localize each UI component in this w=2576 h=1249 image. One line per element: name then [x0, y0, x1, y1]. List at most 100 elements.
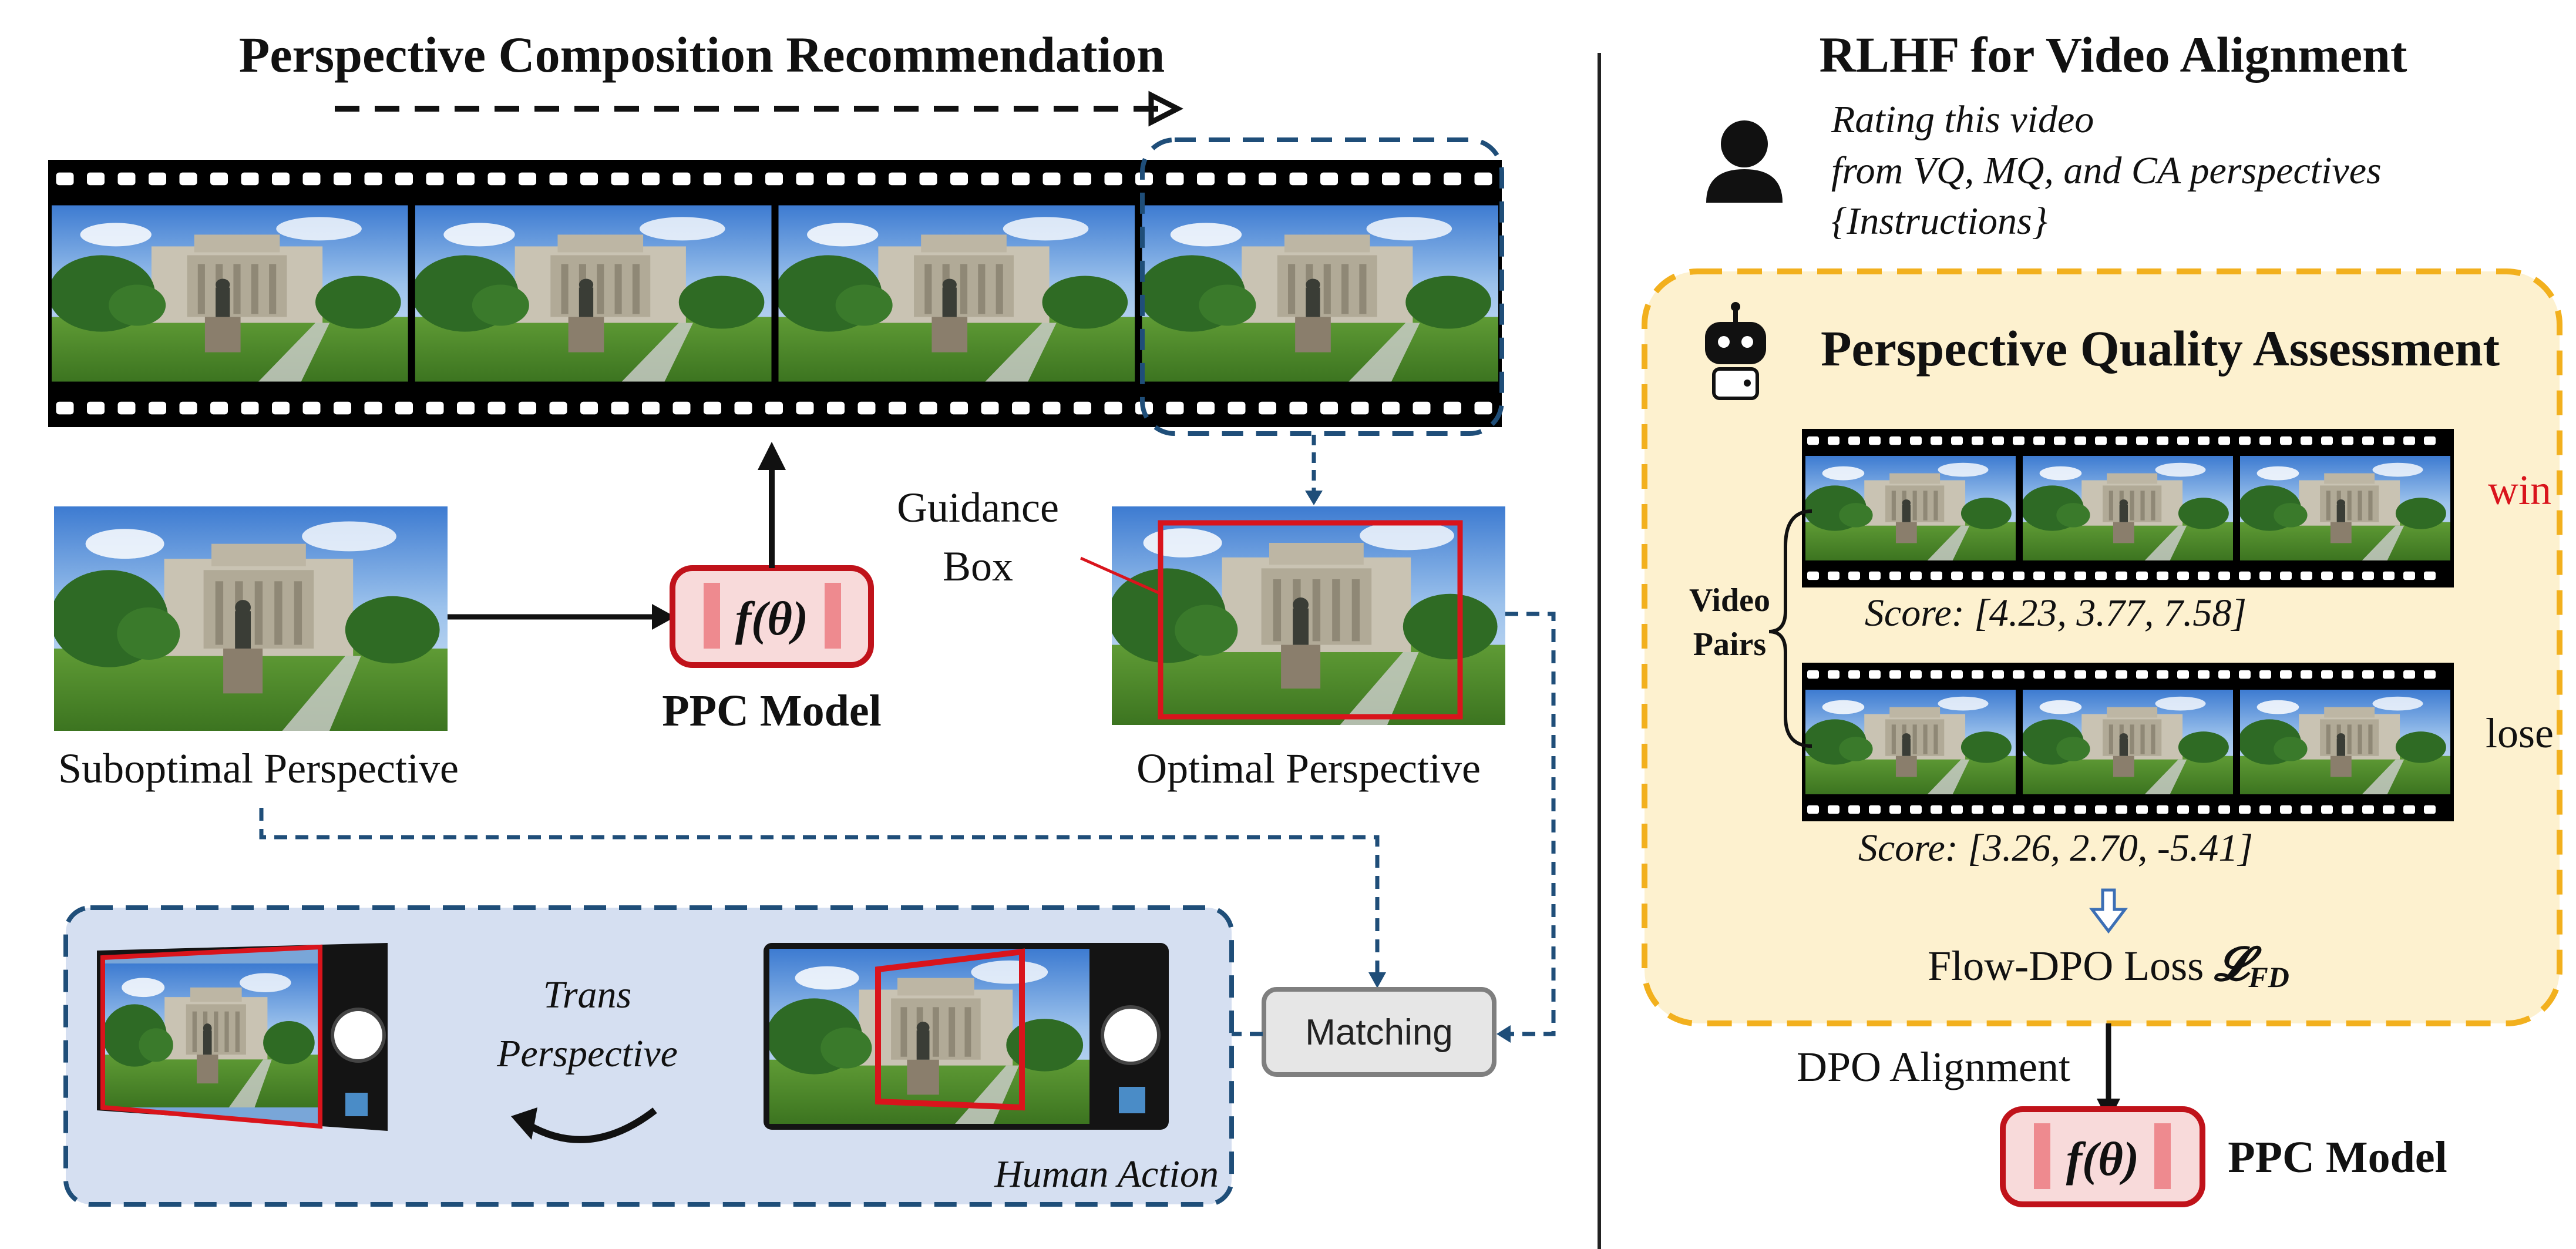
ppc-model-label-left: PPC Model — [662, 686, 882, 736]
film-win-sprocket-hole — [2280, 436, 2292, 445]
film-main-sprocket-hole — [395, 172, 413, 186]
suboptimal-photo — [54, 506, 448, 731]
film-lose-sprocket-hole — [2403, 670, 2415, 679]
film-lose-sprocket-hole — [2362, 670, 2374, 679]
film-win-sprocket-hole — [2198, 571, 2210, 580]
film-main-sprocket-hole — [1074, 401, 1091, 415]
film-lose-sprocket-hole — [2383, 670, 2395, 679]
film-lose-sprocket-hole — [2301, 805, 2312, 814]
film-win-sprocket-hole — [2342, 436, 2353, 445]
film-lose-sprocket-hole — [1848, 670, 1860, 679]
film-lose-sprocket-hole — [2033, 670, 2045, 679]
film-lose-sprocket-hole — [2095, 670, 2107, 679]
film-main-sprocket-hole — [1197, 172, 1215, 186]
film-lose-sprocket-hole — [2013, 805, 2025, 814]
film-lose-sprocket-hole — [1992, 805, 2004, 814]
film-lose-sprocket-hole — [2259, 670, 2271, 679]
film-main-sprocket-hole — [1197, 401, 1215, 415]
film-lose-sprocket-hole — [1931, 805, 1942, 814]
film-main-sprocket-hole — [179, 401, 197, 415]
film-lose-sprocket-hole — [2218, 805, 2230, 814]
ppc-model-box-right: f(θ) — [2000, 1106, 2205, 1207]
dashed-suboptimal-to-matching — [259, 808, 1380, 975]
instruction-line3: {Instructions} — [1831, 200, 2047, 243]
film-lose-sprocket-hole — [2136, 670, 2148, 679]
film-lose-sprocket-hole — [1951, 805, 1963, 814]
film-lose-sprocket-hole — [1889, 670, 1901, 679]
matching-label: Matching — [1305, 1012, 1453, 1053]
film-main-sprocket-hole — [1012, 401, 1030, 415]
film-main-sprocket-hole — [1012, 172, 1030, 186]
matching-box — [1262, 987, 1496, 1077]
film-main-sprocket-hole — [796, 401, 814, 415]
film-main-sprocket-hole — [149, 401, 166, 415]
film-lose-sprocket-hole — [2074, 805, 2086, 814]
film-win-sprocket-hole — [2136, 571, 2148, 580]
film-lose-sprocket-hole — [1910, 805, 1922, 814]
film-main-sprocket-hole — [1444, 401, 1461, 415]
loss-text: Flow-DPO Loss 𝓛FD — [1928, 939, 2289, 993]
film-main-sprocket-hole — [1289, 172, 1307, 186]
film-win-sprocket-hole — [2218, 436, 2230, 445]
lose-label: lose — [2486, 710, 2554, 757]
suboptimal-label: Suboptimal Perspective — [58, 745, 459, 792]
film-lose-sprocket-hole — [2054, 670, 2066, 679]
film-win-sprocket-hole — [2095, 571, 2107, 580]
film-main-sprocket-hole — [1259, 172, 1276, 186]
film-win-sprocket-hole — [1992, 571, 2004, 580]
dashed-optimal-arrowhead — [1496, 1025, 1511, 1043]
film-strip-lose — [1802, 663, 2454, 821]
film-lose-sprocket-hole — [2157, 670, 2168, 679]
optimal-photo — [1112, 506, 1505, 725]
film-win-sprocket-hole — [2177, 436, 2189, 445]
film-main-sprocket-hole — [302, 401, 321, 415]
film-main-sprocket-hole — [919, 172, 937, 186]
dpo-label: DPO Alignment — [1797, 1043, 2070, 1090]
film-main-sprocket-hole — [765, 172, 783, 186]
film-main-sprocket-hole — [210, 401, 228, 415]
film-win-sprocket-hole — [2239, 571, 2251, 580]
film-main-sprocket-hole — [1351, 172, 1369, 186]
film-win-sprocket-hole — [2424, 571, 2436, 580]
film-win-sprocket-hole — [2177, 571, 2189, 580]
assessment-title: Perspective Quality Assessment — [1821, 320, 2500, 377]
film-win-sprocket-hole — [1951, 436, 1963, 445]
film-main-sprocket-hole — [950, 172, 968, 186]
film-lose-sprocket-hole — [2280, 805, 2292, 814]
dashed-down-arrowhead — [1305, 491, 1323, 505]
film-win-sprocket-hole — [1869, 436, 1881, 445]
win-label: win — [2488, 466, 2551, 513]
film-win-frame — [2240, 455, 2450, 561]
film-lose-sprocket-hole — [2198, 805, 2210, 814]
film-lose-sprocket-hole — [2321, 670, 2333, 679]
film-lose-sprocket-hole — [2424, 670, 2436, 679]
film-strip-main — [48, 160, 1502, 427]
film-lose-sprocket-hole — [1828, 805, 1839, 814]
film-main-sprocket-hole — [704, 172, 721, 186]
film-win-sprocket-hole — [1848, 571, 1860, 580]
film-main-sprocket-hole — [426, 401, 444, 415]
film-win-sprocket-hole — [2095, 436, 2107, 445]
film-win-sprocket-hole — [2301, 436, 2312, 445]
film-main-sprocket-hole — [796, 172, 814, 186]
film-main-sprocket-hole — [1104, 172, 1122, 186]
film-win-frame — [2023, 455, 2233, 561]
film-main-sprocket-hole — [580, 401, 598, 415]
film-lose-sprocket-hole — [2259, 805, 2271, 814]
film-main-frame — [415, 205, 772, 382]
film-win-sprocket-hole — [2157, 436, 2168, 445]
optimal-label: Optimal Perspective — [1136, 745, 1481, 792]
film-win-sprocket-hole — [1951, 571, 1963, 580]
film-lose-sprocket-hole — [2054, 805, 2066, 814]
film-main-sprocket-hole — [1042, 401, 1061, 415]
optimal-frame-dashed-box — [1140, 137, 1504, 436]
film-win-sprocket-hole — [2424, 436, 2436, 445]
video-pairs-line2: Pairs — [1693, 626, 1766, 663]
trans-line1: Trans — [543, 973, 631, 1016]
film-lose-sprocket-hole — [2116, 805, 2127, 814]
film-win-sprocket-hole — [2259, 436, 2271, 445]
film-main-sprocket-hole — [919, 401, 937, 415]
film-win-sprocket-hole — [1992, 436, 2004, 445]
film-lose-sprocket-hole — [1889, 805, 1901, 814]
guidance-box — [1158, 520, 1463, 720]
